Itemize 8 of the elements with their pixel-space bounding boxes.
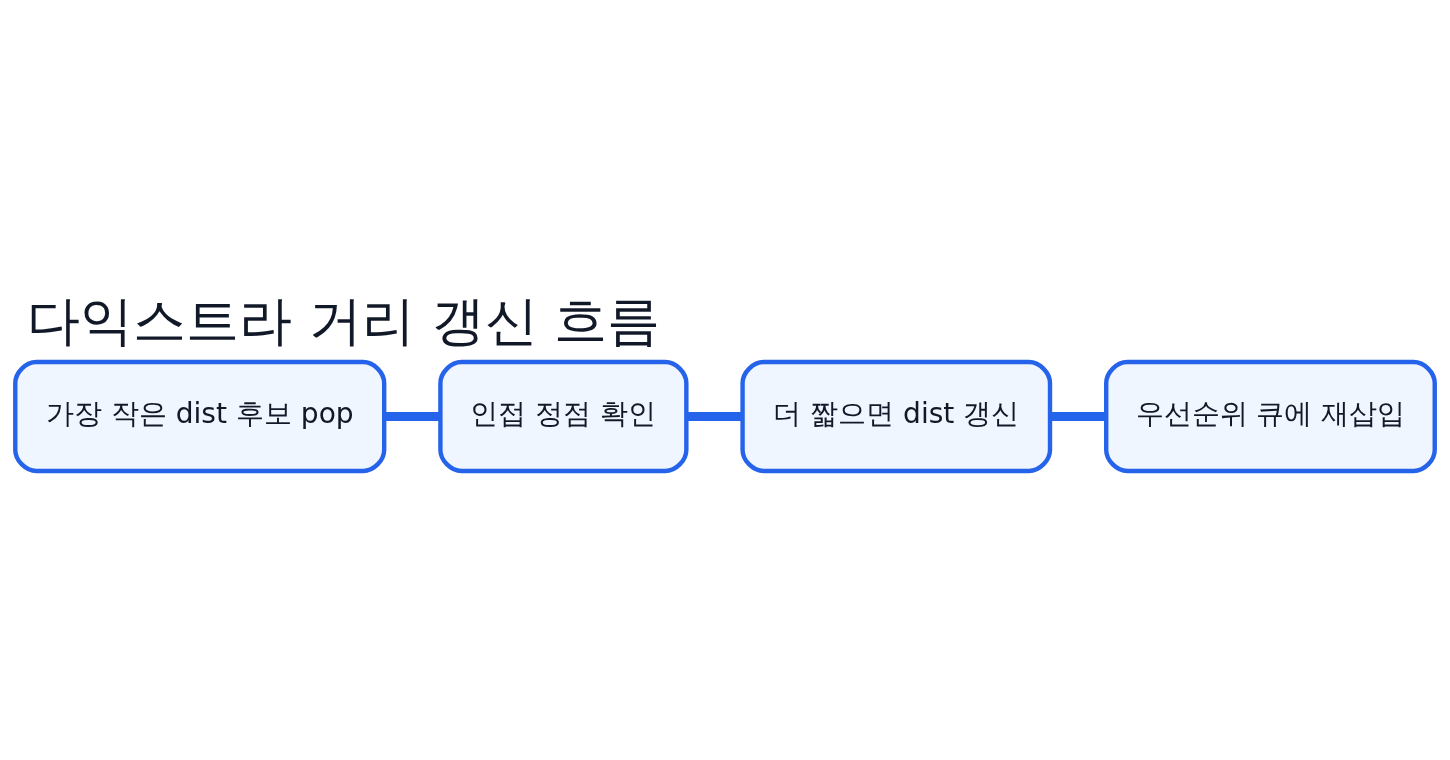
connector [1050, 411, 1107, 421]
connector [686, 411, 743, 421]
node-box: 가장 작은 dist 후보 pop [13, 359, 387, 473]
connector [384, 411, 441, 421]
node-box: 우선순위 큐에 재삽입 [1104, 359, 1437, 473]
node-box: 더 짧으면 dist 갱신 [740, 359, 1053, 473]
diagram-title: 다익스트라 거리 갱신 흐름 [27, 289, 661, 351]
node-box: 인접 정점 확인 [438, 359, 689, 473]
